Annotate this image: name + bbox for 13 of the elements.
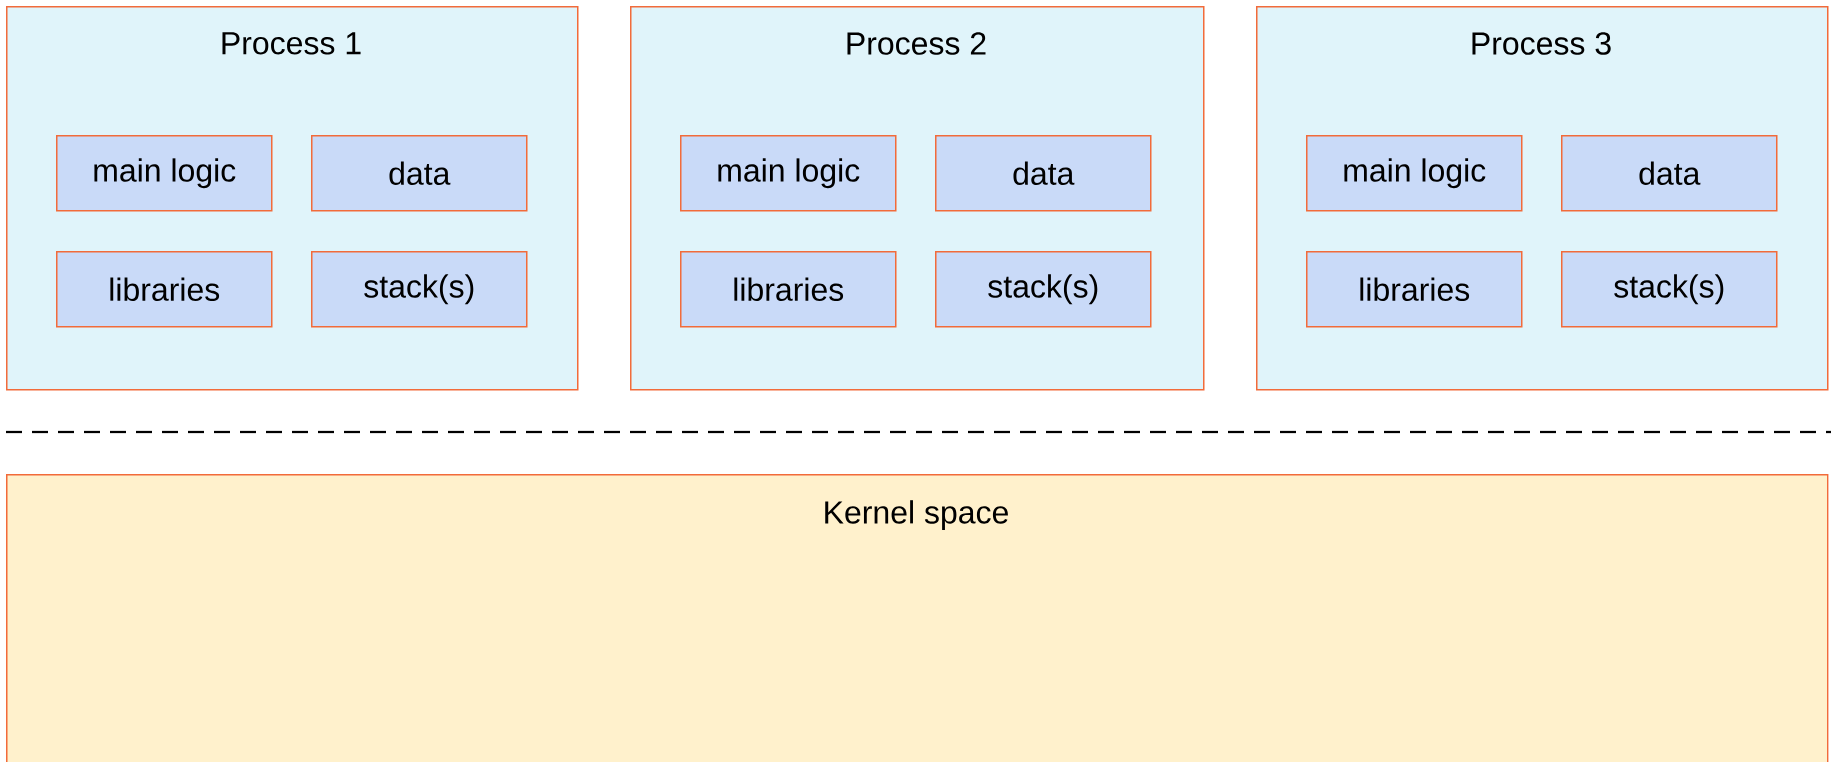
- component-box: stack(s): [1561, 251, 1778, 328]
- component-box: libraries: [56, 251, 273, 328]
- component-box: main logic: [1306, 135, 1523, 212]
- component-box: libraries: [1306, 251, 1523, 328]
- component-box: stack(s): [311, 251, 528, 328]
- component-box: data: [311, 135, 528, 212]
- component-box: stack(s): [935, 251, 1152, 328]
- component-box: data: [1561, 135, 1778, 212]
- kernel-box: Kernel space: [6, 474, 1829, 762]
- component-box: main logic: [680, 135, 897, 212]
- component-box: main logic: [56, 135, 273, 212]
- component-box: data: [935, 135, 1152, 212]
- component-box: libraries: [680, 251, 897, 328]
